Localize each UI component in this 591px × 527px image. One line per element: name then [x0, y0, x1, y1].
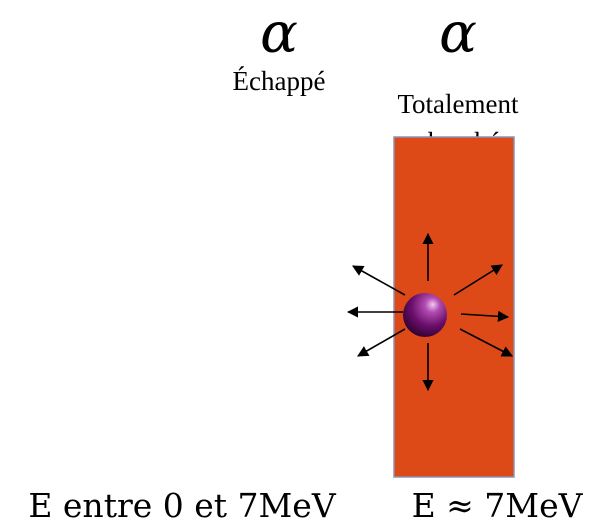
alpha-symbol-escaped: α	[260, 1, 298, 66]
absorbed-label-line1: Totalement	[397, 89, 519, 119]
escaped-label: Échappé	[233, 66, 326, 96]
energy-escaped: E entre 0 et 7MeV	[28, 486, 336, 525]
source-particle	[403, 293, 447, 337]
alpha-symbol-absorbed: α	[439, 1, 477, 66]
energy-absorbed: E ≈ 7MeV	[412, 486, 584, 525]
